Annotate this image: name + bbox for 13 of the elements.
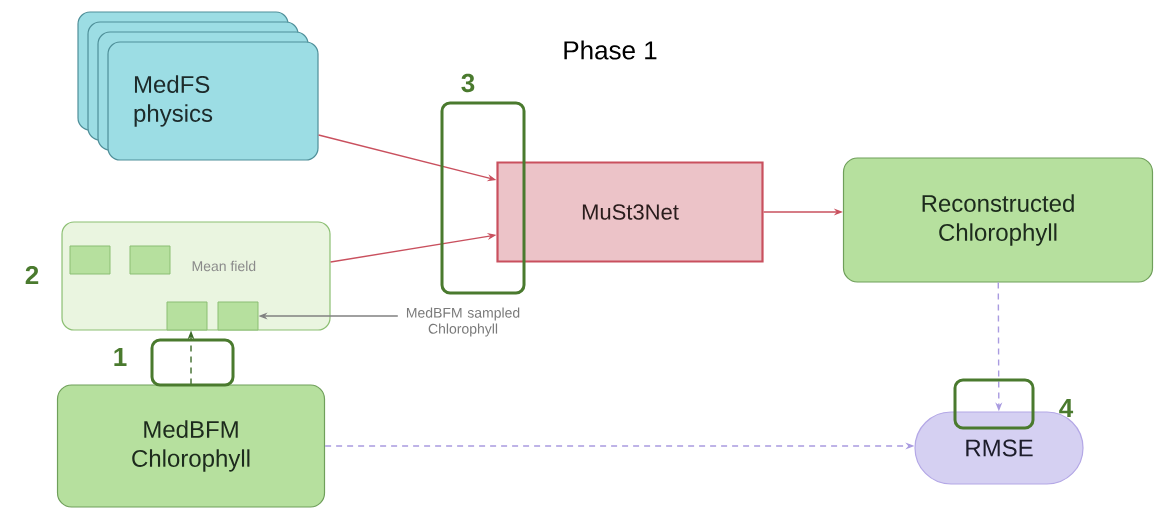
network-box: MuSt3Net (496, 161, 764, 263)
field-square (217, 301, 259, 331)
process-box: Reconstructed Chlorophyll (842, 157, 1154, 283)
stacked-box: MedFS physics (77, 11, 319, 161)
annotation-text: MedBFM sampled Chlorophyll (406, 307, 520, 337)
process-box: MedBFM Chlorophyll (56, 384, 326, 508)
field-square (69, 245, 111, 275)
field-square (129, 245, 171, 275)
callout-number: 1 (114, 348, 127, 366)
field-square (166, 301, 208, 331)
callout-number: 2 (25, 265, 39, 285)
title: Phase 1 (564, 40, 657, 60)
callout-number: 3 (461, 73, 475, 93)
